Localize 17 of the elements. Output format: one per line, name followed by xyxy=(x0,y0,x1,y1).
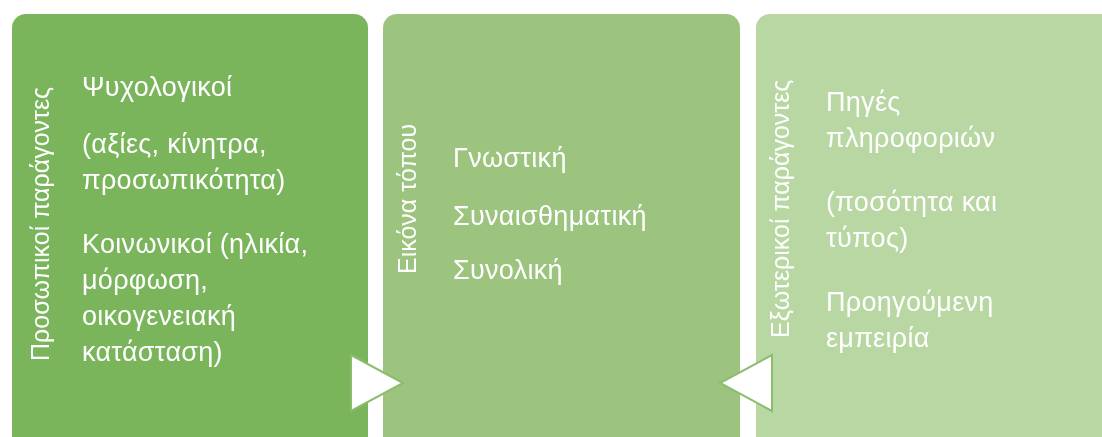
panel xyxy=(383,14,740,437)
panel xyxy=(756,14,1102,437)
list-item: Συναισθηματική xyxy=(453,200,648,233)
panel xyxy=(12,14,368,437)
list-item: Γνωστική xyxy=(453,142,568,175)
panel-heading: Εικόνα τόπου xyxy=(393,122,422,277)
list-item: Ψυχολογικοί xyxy=(82,71,234,104)
list-item: Κοινωνικοί (ηλικία, μόρφωση, οικογενειακή κατάσταση) xyxy=(82,228,310,369)
list-item: Πηγές πληροφοριών xyxy=(826,86,997,155)
arrow xyxy=(350,354,404,412)
panel-heading: Προσωπικοί παράγοντες xyxy=(26,85,55,364)
list-item: Συνολική xyxy=(453,254,564,287)
list-item: Προηγούμενη εμπειρία xyxy=(826,286,995,355)
arrow xyxy=(719,354,773,412)
list-item: (ποσότητα και τύπος) xyxy=(826,186,999,255)
panel-heading: Εξωτερικοί παράγοντες xyxy=(766,78,795,341)
list-item: (αξίες, κίνητρα, προσωπικότητα) xyxy=(82,128,287,197)
